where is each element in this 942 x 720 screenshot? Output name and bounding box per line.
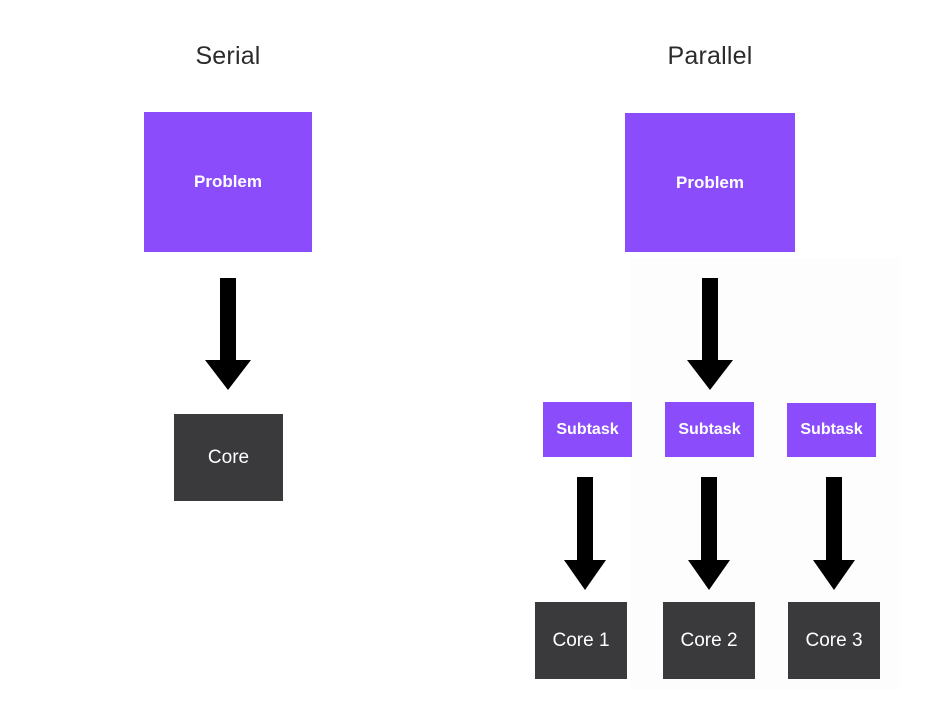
parallel-subtask-2-to-core-2-arrow (688, 477, 730, 590)
parallel-problem-box: Problem (625, 113, 795, 252)
parallel-subtask-1-to-core-1-arrow (564, 477, 606, 590)
parallel-core-label-3: Core 3 (805, 629, 863, 651)
parallel-subtask-label-2: Subtask (678, 420, 741, 438)
parallel-subtask-label-3: Subtask (800, 421, 863, 438)
parallel-problem-to-subtasks-arrow (687, 278, 733, 390)
parallel-subtask-label-1: Subtask (556, 420, 619, 438)
parallel-subtask-box-3: Subtask (787, 403, 876, 457)
serial-problem-box: Problem (144, 112, 312, 252)
serial-section-title: Serial (195, 42, 261, 70)
parallel-subtask-box-1: Subtask (543, 402, 632, 457)
parallel-core-label-2: Core 2 (680, 629, 738, 651)
serial-core-label: Core (207, 446, 250, 468)
parallel-core-label-1: Core 1 (552, 629, 610, 651)
parallel-subtask-box-2: Subtask (665, 402, 754, 457)
serial-core-box: Core (174, 414, 283, 501)
parallel-core-box-1: Core 1 (535, 602, 627, 679)
parallel-core-box-2: Core 2 (663, 602, 755, 679)
serial-problem-to-core-arrow (205, 278, 251, 390)
parallel-core-box-3: Core 3 (788, 602, 880, 679)
parallel-subtask-3-to-core-3-arrow (813, 477, 855, 590)
parallel-problem-label: Problem (675, 172, 745, 192)
parallel-section-title: Parallel (667, 42, 753, 70)
serial-problem-label: Problem (193, 172, 263, 191)
